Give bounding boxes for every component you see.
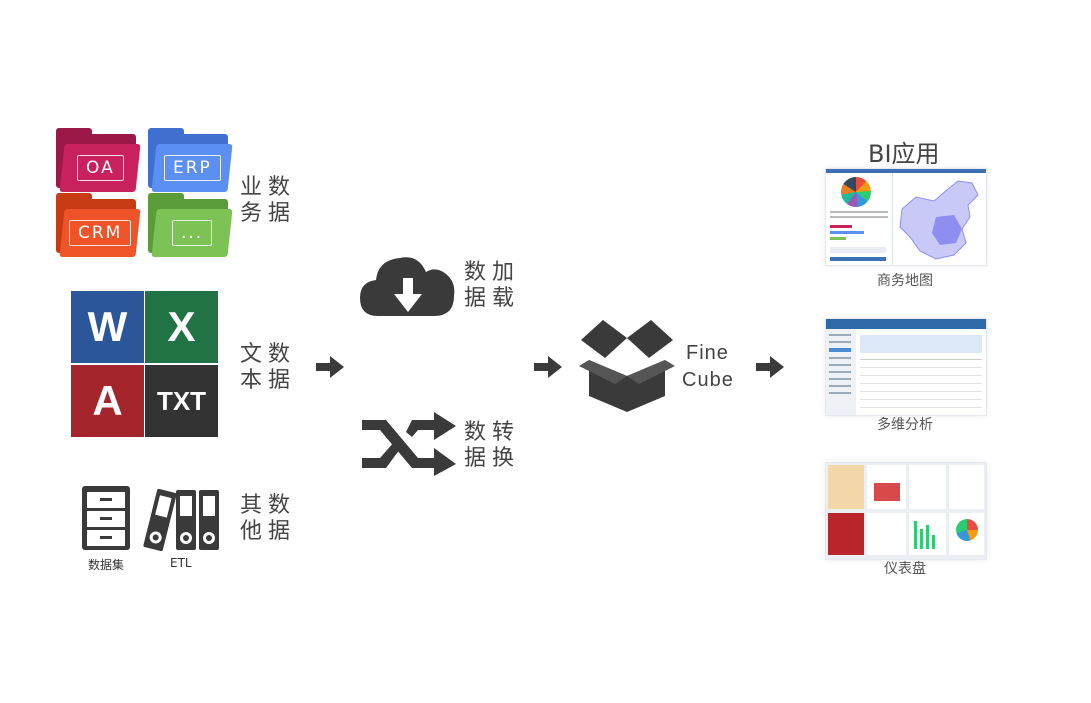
loading-label-col2: 加载 xyxy=(492,260,518,311)
cube-label: Cube xyxy=(682,369,734,391)
data-loading-label: 数据 加载 xyxy=(464,260,520,312)
conversion-label-col2: 转换 xyxy=(492,420,518,471)
cube-box-icon xyxy=(579,320,675,412)
crm-folder-icon: CRM xyxy=(54,193,141,259)
business-map-thumbnail[interactable] xyxy=(825,168,987,266)
erp-folder-icon: ERP xyxy=(146,128,233,194)
etl-binders-icon xyxy=(143,488,219,552)
oa-label: OA xyxy=(76,155,124,181)
text-label-col1: 文本 xyxy=(240,342,266,393)
erp-label: ERP xyxy=(163,155,221,181)
more-label: ... xyxy=(171,220,213,246)
shuffle-icon xyxy=(362,412,456,476)
word-icon: W xyxy=(71,291,144,363)
excel-icon: X xyxy=(145,291,218,363)
dataset-cabinet-icon xyxy=(82,486,130,550)
multidim-analysis-thumbnail[interactable] xyxy=(825,318,987,416)
dashboard-thumbnail[interactable] xyxy=(825,462,987,560)
oa-folder-icon: OA xyxy=(54,128,141,194)
access-icon: A xyxy=(71,365,144,437)
text-data-label: 文本 数据 xyxy=(240,342,296,394)
crm-label: CRM xyxy=(68,220,132,246)
arrow-right-icon xyxy=(316,356,344,378)
other-label-col1: 其他 xyxy=(240,493,266,544)
fine-cube-label: Fine Cube xyxy=(682,340,734,394)
dashboard-caption: 仪表盘 xyxy=(884,561,926,577)
loading-label-col1: 数据 xyxy=(464,260,490,311)
multidim-analysis-caption: 多维分析 xyxy=(877,417,933,433)
etl-caption: ETL xyxy=(170,556,192,570)
bi-title: BI应用 xyxy=(868,140,940,168)
other-data-label: 其他 数据 xyxy=(240,493,296,545)
dataset-caption: 数据集 xyxy=(88,558,125,572)
business-map-caption: 商务地图 xyxy=(877,273,933,289)
text-label-col2: 数据 xyxy=(268,342,294,393)
fine-label: Fine xyxy=(686,342,729,364)
more-folder-icon: ... xyxy=(146,193,233,259)
business-label-col2: 数据 xyxy=(268,175,294,226)
conversion-label-col1: 数据 xyxy=(464,420,490,471)
other-label-col2: 数据 xyxy=(268,493,294,544)
arrow-right-icon xyxy=(756,356,784,378)
arrow-right-icon xyxy=(534,356,562,378)
business-data-label: 业务 数据 xyxy=(240,175,296,227)
data-conversion-label: 数据 转换 xyxy=(464,420,520,472)
txt-icon: TXT xyxy=(145,365,218,437)
business-label-col1: 业务 xyxy=(240,175,266,226)
cloud-download-icon xyxy=(360,257,455,316)
